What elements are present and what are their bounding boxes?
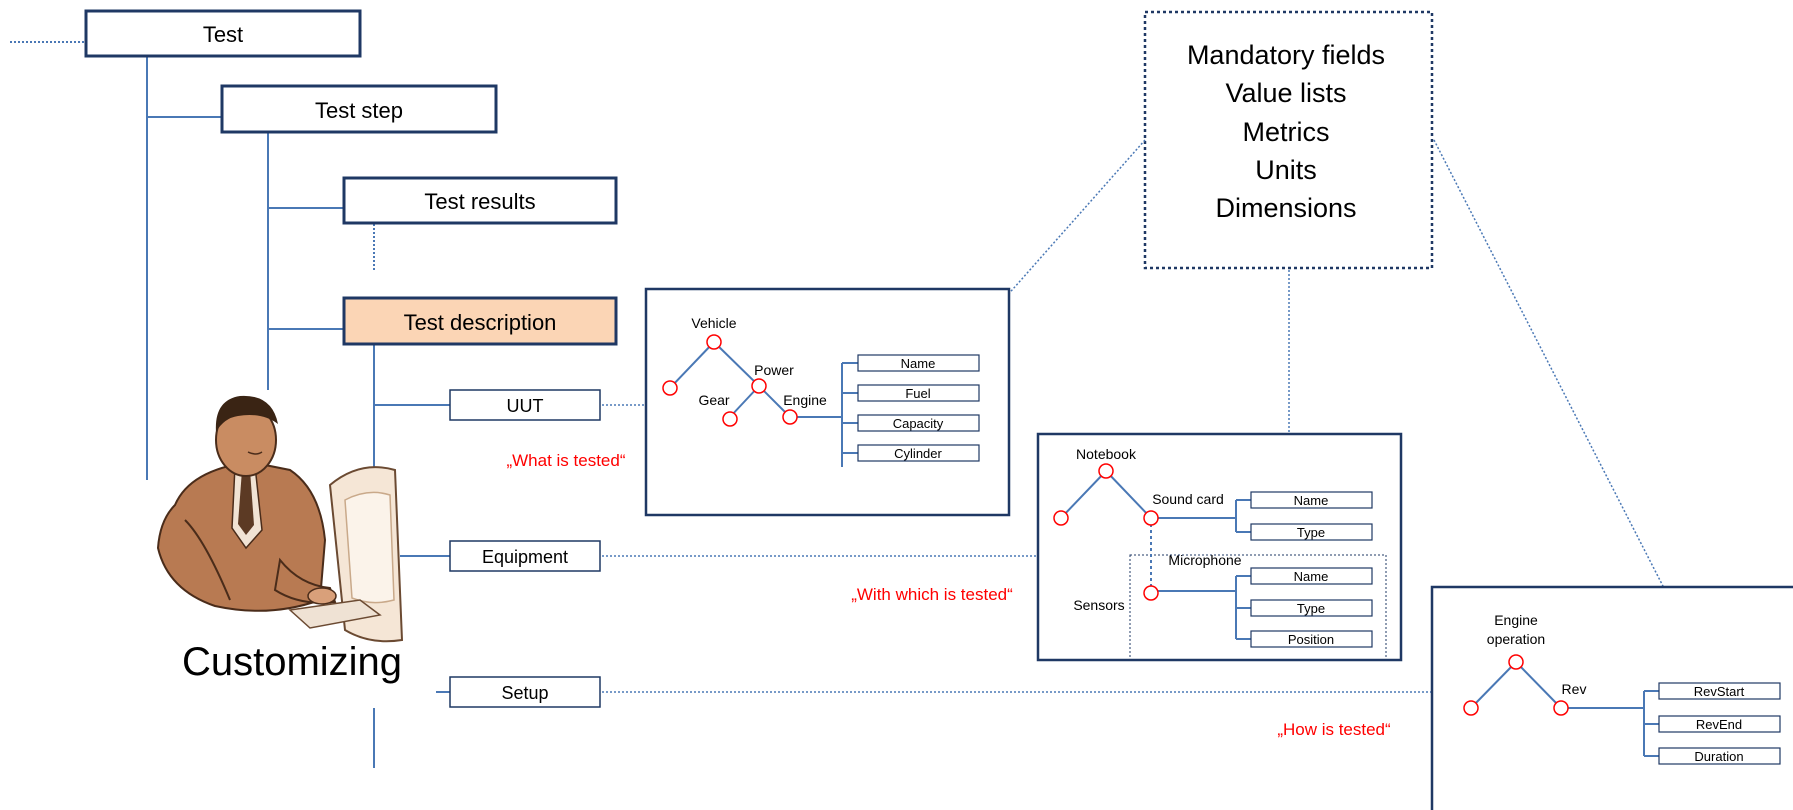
test-results-box[interactable]: Test results [342,176,618,225]
mic-field-name: Name [1294,569,1329,584]
test-box-label: Test [203,22,243,47]
power-node [751,378,767,394]
setup-field-duration: Duration [1694,749,1743,764]
hierarchy-connectors [10,41,450,768]
uut-box[interactable]: UUT [449,389,601,421]
info-box: Mandatory fields Value lists Metrics Uni… [1143,10,1434,270]
setup-field-revstart: RevStart [1694,684,1745,699]
engine-operation-node [1508,654,1524,670]
uut-field-fuel: Fuel [905,386,930,401]
engine-operation-label-line1: Engine [1494,612,1538,628]
how-is-tested-annotation: „How is tested“ [1277,720,1391,739]
microphone-subgroup [1129,554,1387,661]
microphone-label: Microphone [1168,552,1241,568]
uut-field-name: Name [901,356,936,371]
equipment-panel: Notebook Sound card Microphone Sensors N… [1036,432,1403,662]
leaf-node [1053,510,1069,526]
microphone-node [1143,585,1159,601]
sound-card-label: Sound card [1152,491,1224,507]
arrow-to-setup-panel [1433,139,1707,671]
panel-links [602,404,1432,693]
vehicle-node [706,334,722,350]
equipment-box[interactable]: Equipment [449,540,601,572]
info-line-value-lists: Value lists [1225,78,1346,108]
test-description-box-label: Test description [404,310,557,335]
uut-field-cylinder: Cylinder [894,446,942,461]
test-box[interactable]: Test [84,9,362,58]
hair-shape [215,395,278,432]
sound-field-name: Name [1294,493,1329,508]
info-line-mandatory-fields: Mandatory fields [1187,40,1385,70]
test-step-box-label: Test step [315,98,403,123]
with-which-is-tested-annotation: „With which is tested“ [851,585,1013,604]
leaf-node [662,380,678,396]
test-results-box-label: Test results [424,189,535,214]
leaf-node [1463,700,1479,716]
info-line-dimensions: Dimensions [1215,193,1356,223]
mic-field-position: Position [1288,632,1334,647]
uut-panel: Vehicle Power Gear Engine Name Fuel Capa… [644,287,1011,517]
person-at-computer-illustration [156,395,404,643]
setup-panel: Engine operation Rev RevStart RevEnd Dur… [1430,585,1793,810]
engine-node [782,409,798,425]
info-line-metrics: Metrics [1243,117,1330,147]
rev-label: Rev [1562,681,1587,697]
gear-node [722,411,738,427]
uut-field-capacity: Capacity [893,416,944,431]
customizing-label: Customizing [182,640,402,684]
equipment-box-label: Equipment [482,547,568,567]
what-is-tested-annotation: „What is tested“ [506,451,625,470]
mic-field-type: Type [1297,601,1325,616]
setup-box[interactable]: Setup [449,676,601,708]
power-label: Power [754,362,794,378]
engine-operation-label-line2: operation [1487,631,1545,647]
rev-node [1553,700,1569,716]
setup-field-revend: RevEnd [1696,717,1742,732]
info-line-units: Units [1255,155,1317,185]
setup-box-label: Setup [501,683,548,703]
sound-card-node [1143,510,1159,526]
engine-label: Engine [783,392,827,408]
keyboard-shape [288,599,382,629]
sound-field-type: Type [1297,525,1325,540]
test-step-box[interactable]: Test step [220,84,498,134]
vehicle-label: Vehicle [691,315,736,331]
sensors-label: Sensors [1073,597,1124,613]
gear-label: Gear [698,392,729,408]
notebook-node [1098,463,1114,479]
monitor-screen [344,491,395,604]
notebook-label: Notebook [1076,446,1137,462]
test-description-box[interactable]: Test description [342,296,618,346]
uut-box-label: UUT [507,396,544,416]
